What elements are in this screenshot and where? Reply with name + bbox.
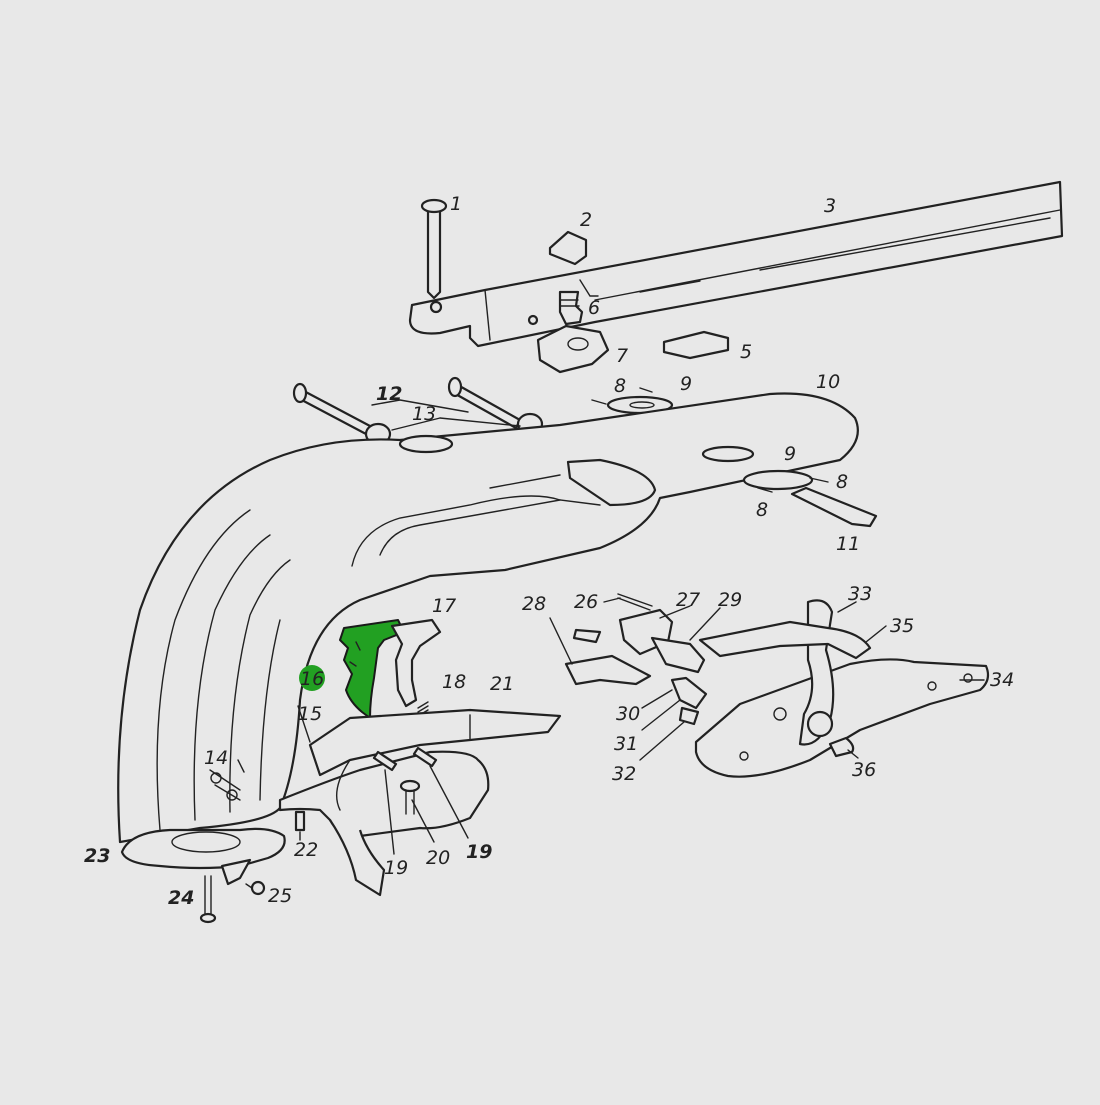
label-19a: 19: [384, 857, 408, 879]
label-34: 34: [990, 669, 1014, 691]
pin-part-19-left: [372, 750, 398, 772]
label-16-highlight-dot: [299, 665, 325, 691]
screw-part-24: [199, 875, 217, 924]
label-32: 32: [612, 763, 636, 785]
label-7: 7: [616, 345, 628, 367]
hammer-part-33: [798, 599, 835, 746]
label-16: 16: [300, 668, 324, 690]
screw-part-36: [828, 736, 855, 758]
label-2: 2: [580, 209, 592, 231]
trigger-sear-part-28: [564, 654, 652, 686]
label-15: 15: [298, 703, 322, 725]
label-14: 14: [204, 747, 228, 769]
label-22: 22: [294, 839, 318, 861]
nipple-part-6: [558, 290, 584, 326]
label-1: 1: [450, 193, 462, 215]
wedge-part-5: [662, 330, 730, 360]
stock-part-10: [117, 392, 859, 844]
label-13: 13: [412, 403, 436, 425]
barrel-part: [408, 180, 1064, 348]
label-10: 10: [816, 371, 840, 393]
label-23: 23: [84, 845, 110, 867]
label-25: 25: [268, 885, 292, 907]
screw-part-20: [399, 779, 421, 815]
label-20: 20: [426, 847, 450, 869]
bridle-part-29: [650, 636, 706, 674]
screw-part-25: [245, 880, 266, 896]
pin-part-19-right: [412, 746, 438, 768]
leader-12: [371, 399, 469, 413]
label-9b: 9: [784, 443, 796, 465]
label-8b: 8: [836, 471, 848, 493]
label-29: 29: [718, 589, 742, 611]
label-17: 17: [432, 595, 456, 617]
label-36: 36: [852, 759, 876, 781]
label-12: 12: [376, 383, 402, 405]
escutcheon-part-9-upper: [591, 387, 674, 415]
trigger-guard-part-15: [278, 750, 490, 897]
label-35: 35: [890, 615, 914, 637]
butt-cap-tang-part-23: [220, 858, 252, 886]
sight-block-part-2: [548, 230, 588, 266]
part-labels: 1 2 3 5 6 7 8 9 10 12 13 9 8 8 11 17 16 …: [84, 193, 1014, 909]
ramrod-catch-part-11: [790, 486, 878, 528]
label-5: 5: [740, 341, 752, 363]
lock-plate-part-34: [694, 658, 990, 778]
pin-part-22: [294, 810, 306, 832]
sear-part-17: [390, 618, 442, 708]
label-24: 24: [168, 887, 194, 909]
label-9a: 9: [680, 373, 692, 395]
label-3: 3: [824, 195, 836, 217]
label-27: 27: [676, 589, 700, 611]
label-18: 18: [442, 671, 466, 693]
trigger-plate-part-21: [308, 708, 562, 777]
label-33: 33: [848, 583, 872, 605]
label-30: 30: [616, 703, 640, 725]
label-8c: 8: [756, 499, 768, 521]
spring-part-18: [417, 701, 429, 721]
main-spring-part-35: [698, 620, 872, 660]
label-28: 28: [522, 593, 546, 615]
label-31: 31: [614, 733, 638, 755]
trigger-part-16-highlighted: [339, 619, 405, 719]
label-6: 6: [588, 297, 600, 319]
spring-part-32: [678, 706, 700, 726]
butt-cap-part-23: [120, 827, 286, 870]
leader-lines: [237, 597, 985, 855]
escutcheon-part-9-lower: [742, 469, 829, 493]
leader-13: [391, 417, 521, 431]
screws-parts-30-31: [670, 676, 708, 710]
screw-part-1: [420, 198, 448, 300]
label-26: 26: [574, 591, 598, 613]
label-19b: 19: [466, 841, 492, 863]
label-21: 21: [490, 673, 514, 695]
label-11: 11: [836, 533, 860, 555]
label-8a: 8: [614, 375, 626, 397]
